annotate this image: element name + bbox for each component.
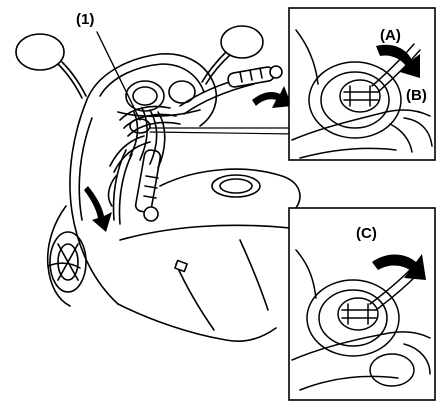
front-wheel: [50, 232, 86, 292]
callout-c-label: (C): [356, 225, 377, 242]
callout-1-label: (1): [76, 11, 94, 28]
callout-1-leader: [97, 32, 140, 120]
motorcycle-front-view: [16, 26, 300, 341]
inset-top: [289, 8, 435, 160]
right-grip-arrow-icon: [252, 86, 292, 108]
inset-leader-lower: [150, 132, 296, 134]
callout-a-label: (A): [380, 27, 401, 44]
left-handlebar: [110, 136, 161, 221]
callout-b-label: (B): [406, 87, 427, 104]
left-mirror: [16, 34, 86, 98]
lower-body: [118, 304, 276, 341]
direction-arrows: [84, 86, 292, 232]
left-handle-arrow-icon: [84, 186, 112, 232]
